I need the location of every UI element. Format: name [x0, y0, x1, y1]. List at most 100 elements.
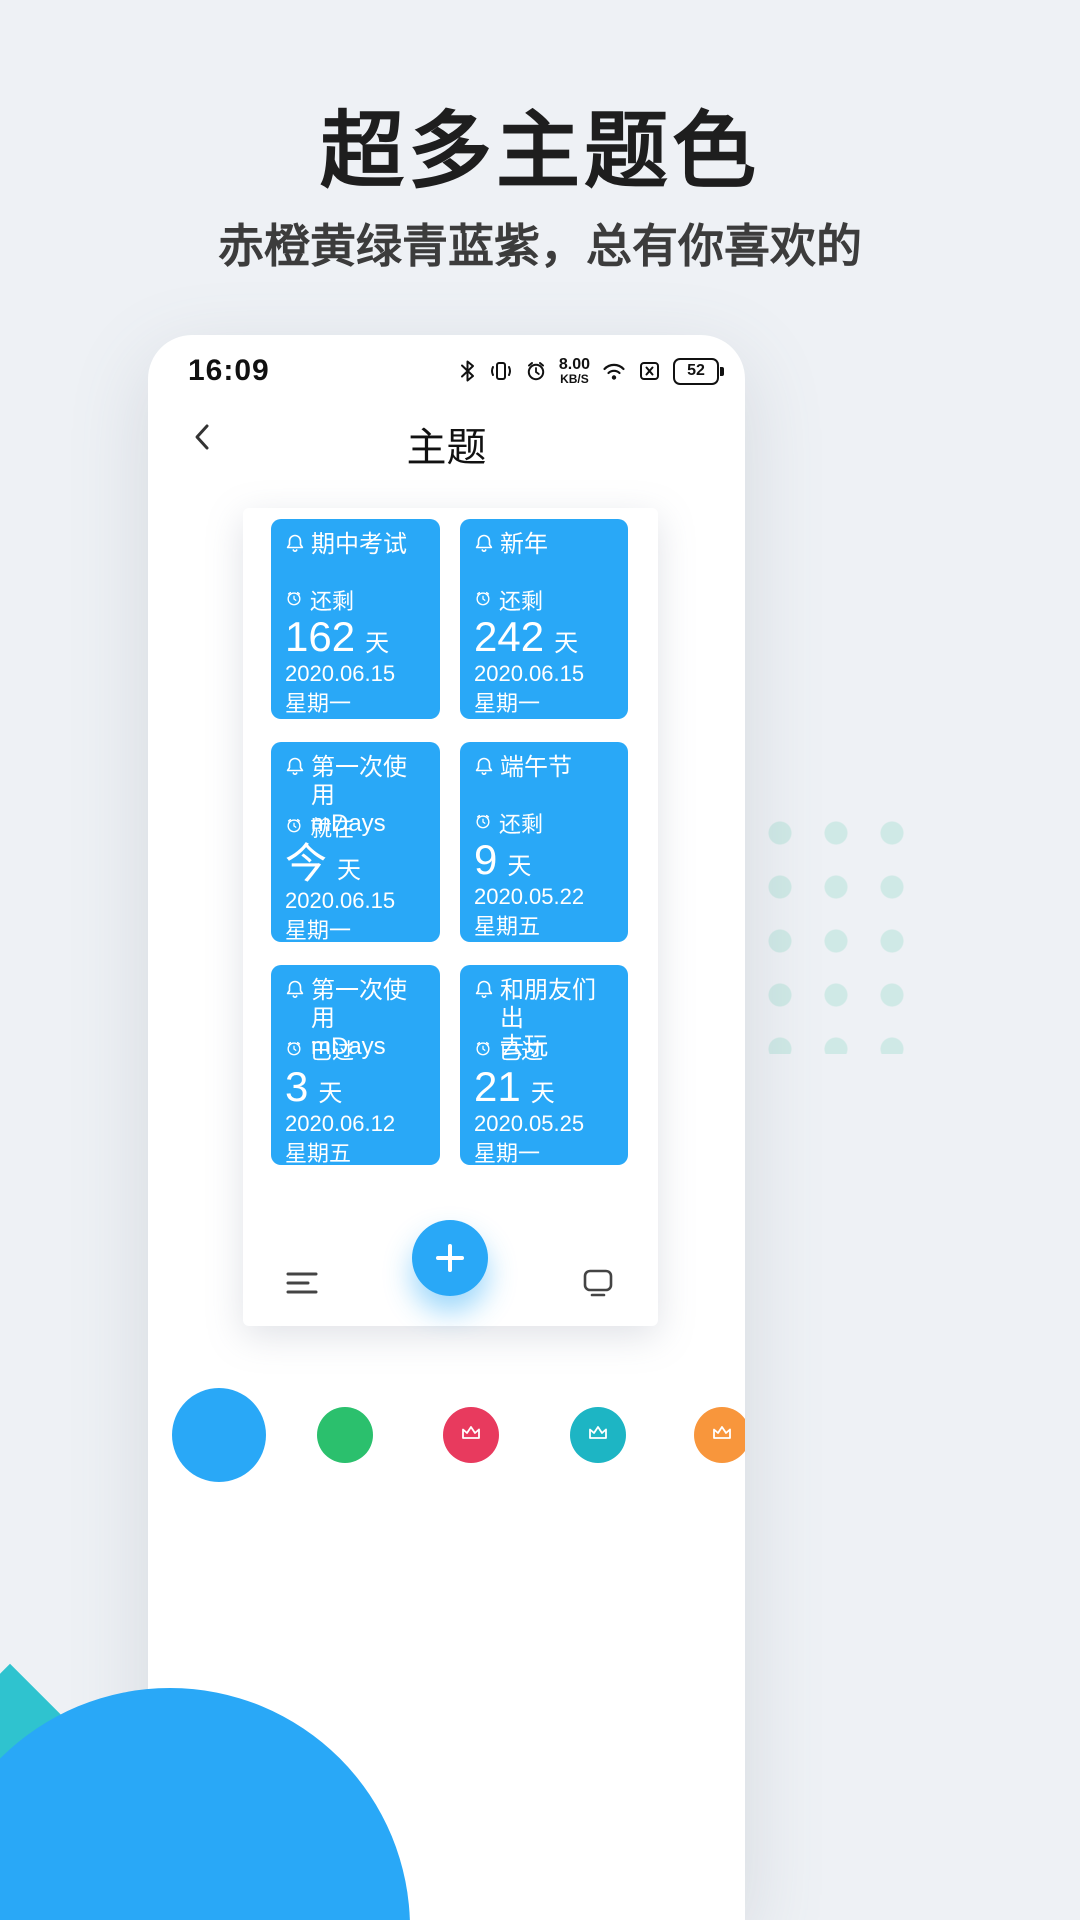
card-value: 162: [285, 612, 356, 660]
card-unit: 天: [365, 629, 390, 657]
card-value: 21: [474, 1063, 521, 1110]
countdown-card[interactable]: 和朋友们出 去玩 已过 21 天 2020.05.25 星期一: [460, 965, 628, 1166]
card-weekday: 星期一: [285, 918, 352, 944]
bell-icon: [474, 977, 494, 1035]
dots-decoration: [752, 806, 914, 1054]
sim-x-icon: [638, 358, 662, 384]
card-grid: 期中考试 还剩 162 天 2020.06.15 星期一: [271, 519, 628, 1166]
crown-icon: [585, 1420, 611, 1451]
bell-icon: [474, 531, 494, 585]
card-value-row: 162 天: [285, 612, 428, 660]
card-unit: 天: [507, 852, 532, 880]
nav-bar: 主题: [148, 399, 745, 477]
card-value-row: 21 天: [474, 1063, 616, 1110]
card-label: 还剩: [499, 588, 544, 614]
theme-swatch-red[interactable]: [443, 1407, 499, 1463]
network-speed-value: 8.00: [558, 356, 590, 373]
card-unit: 天: [554, 629, 579, 657]
countdown-card[interactable]: 新年 还剩 242 天 2020.06.15 星期一: [460, 519, 628, 719]
card-value-row: 242 天: [474, 612, 616, 660]
clock-icon: [285, 1037, 303, 1063]
card-date: 2020.06.15: [474, 661, 585, 686]
card-value: 242: [474, 612, 545, 660]
theme-swatch-green[interactable]: [317, 1407, 373, 1463]
page-title: 主题: [406, 426, 487, 470]
card-weekday: 星期一: [285, 691, 352, 716]
back-button[interactable]: [186, 419, 222, 455]
status-time: 16:09: [188, 354, 270, 387]
clock-icon: [474, 587, 492, 613]
bluetooth-icon: [458, 358, 478, 384]
card-title-row: 期中考试: [285, 531, 428, 585]
card-title-row: 端午节: [474, 754, 616, 808]
card-title-row: 新年: [474, 531, 616, 585]
bell-icon: [285, 531, 305, 585]
card-date: 2020.05.22: [474, 884, 585, 909]
card-label-row: 还剩: [474, 808, 616, 838]
card-value-row: 今 天: [285, 840, 428, 887]
card-value: 3: [285, 1063, 309, 1110]
card-label: 已过: [310, 1039, 355, 1064]
crown-icon: [709, 1420, 735, 1451]
theme-swatch-blue[interactable]: [172, 1388, 266, 1482]
battery-icon: 52: [673, 357, 724, 385]
hero-subtitle: 赤橙黄绿青蓝紫，总有你喜欢的: [218, 220, 862, 272]
theme-swatch-orange[interactable]: [694, 1407, 745, 1463]
wifi-icon: [601, 358, 627, 384]
countdown-card[interactable]: 端午节 还剩 9 天 2020.05.22 星期五: [460, 742, 628, 942]
card-label: 还剩: [499, 811, 544, 837]
card-value-row: 3 天: [285, 1063, 428, 1110]
bell-icon: [285, 977, 305, 1035]
network-speed-unit: KB/S: [560, 372, 589, 386]
card-weekday: 星期一: [474, 1141, 541, 1167]
card-title: 和朋友们出 去玩: [500, 977, 596, 1060]
clock-icon: [474, 810, 492, 836]
card-label-row: 还剩: [474, 585, 616, 615]
status-icons: 8.00 KB/S 52: [458, 356, 724, 386]
card-unit: 天: [337, 857, 362, 884]
card-title-row: 第一次使用 mDays: [285, 977, 428, 1060]
menu-icon[interactable]: [284, 1265, 320, 1301]
battery-nub: [720, 366, 724, 376]
alarm-icon: [524, 358, 548, 384]
countdown-card[interactable]: 第一次使用 mDays 就在 今 天 2020.06.15 星期一: [271, 742, 440, 943]
card-label-row: 还剩: [285, 585, 428, 615]
card-label: 已过: [499, 1039, 544, 1064]
card-title-row: 第一次使用 mDays: [285, 754, 428, 837]
card-value-row: 9 天: [474, 835, 616, 883]
card-date: 2020.05.25: [474, 1111, 585, 1137]
card-label-row: 就在: [285, 812, 428, 842]
hero-title: 超多主题色: [319, 104, 760, 198]
crown-icon: [458, 1420, 484, 1451]
card-label: 还剩: [310, 588, 355, 614]
card-date: 2020.06.12: [285, 1111, 396, 1137]
card-label-row: 已过: [474, 1035, 616, 1065]
card-value: 今: [285, 840, 328, 887]
overview-icon[interactable]: [580, 1265, 616, 1301]
card-weekday: 星期五: [474, 914, 541, 939]
card-title: 新年: [500, 531, 548, 558]
countdown-card[interactable]: 第一次使用 mDays 已过 3 天 2020.06.12 星期五: [271, 965, 440, 1166]
card-title: 第一次使用 mDays: [311, 977, 407, 1060]
card-date: 2020.06.15: [285, 661, 396, 686]
card-label-row: 已过: [285, 1035, 428, 1065]
card-unit: 天: [530, 1080, 555, 1107]
bell-icon: [285, 754, 305, 812]
card-title: 期中考试: [311, 531, 407, 558]
card-title-row: 和朋友们出 去玩: [474, 977, 616, 1060]
clock-icon: [285, 814, 303, 840]
network-speed: 8.00 KB/S: [558, 356, 590, 386]
phone-mockup: 16:09 8.00 KB/S: [148, 335, 745, 1920]
card-date: 2020.06.15: [285, 888, 396, 914]
card-label: 就在: [310, 816, 355, 841]
card-title: 端午节: [500, 754, 572, 781]
card-title: 第一次使用 mDays: [311, 754, 407, 837]
add-button[interactable]: [412, 1220, 488, 1296]
countdown-card[interactable]: 期中考试 还剩 162 天 2020.06.15 星期一: [271, 519, 440, 719]
bell-icon: [474, 754, 494, 808]
vibrate-icon: [489, 358, 513, 384]
theme-swatch-cyan[interactable]: [570, 1407, 626, 1463]
status-bar: 16:09 8.00 KB/S: [188, 351, 724, 391]
card-value: 9: [474, 835, 498, 883]
